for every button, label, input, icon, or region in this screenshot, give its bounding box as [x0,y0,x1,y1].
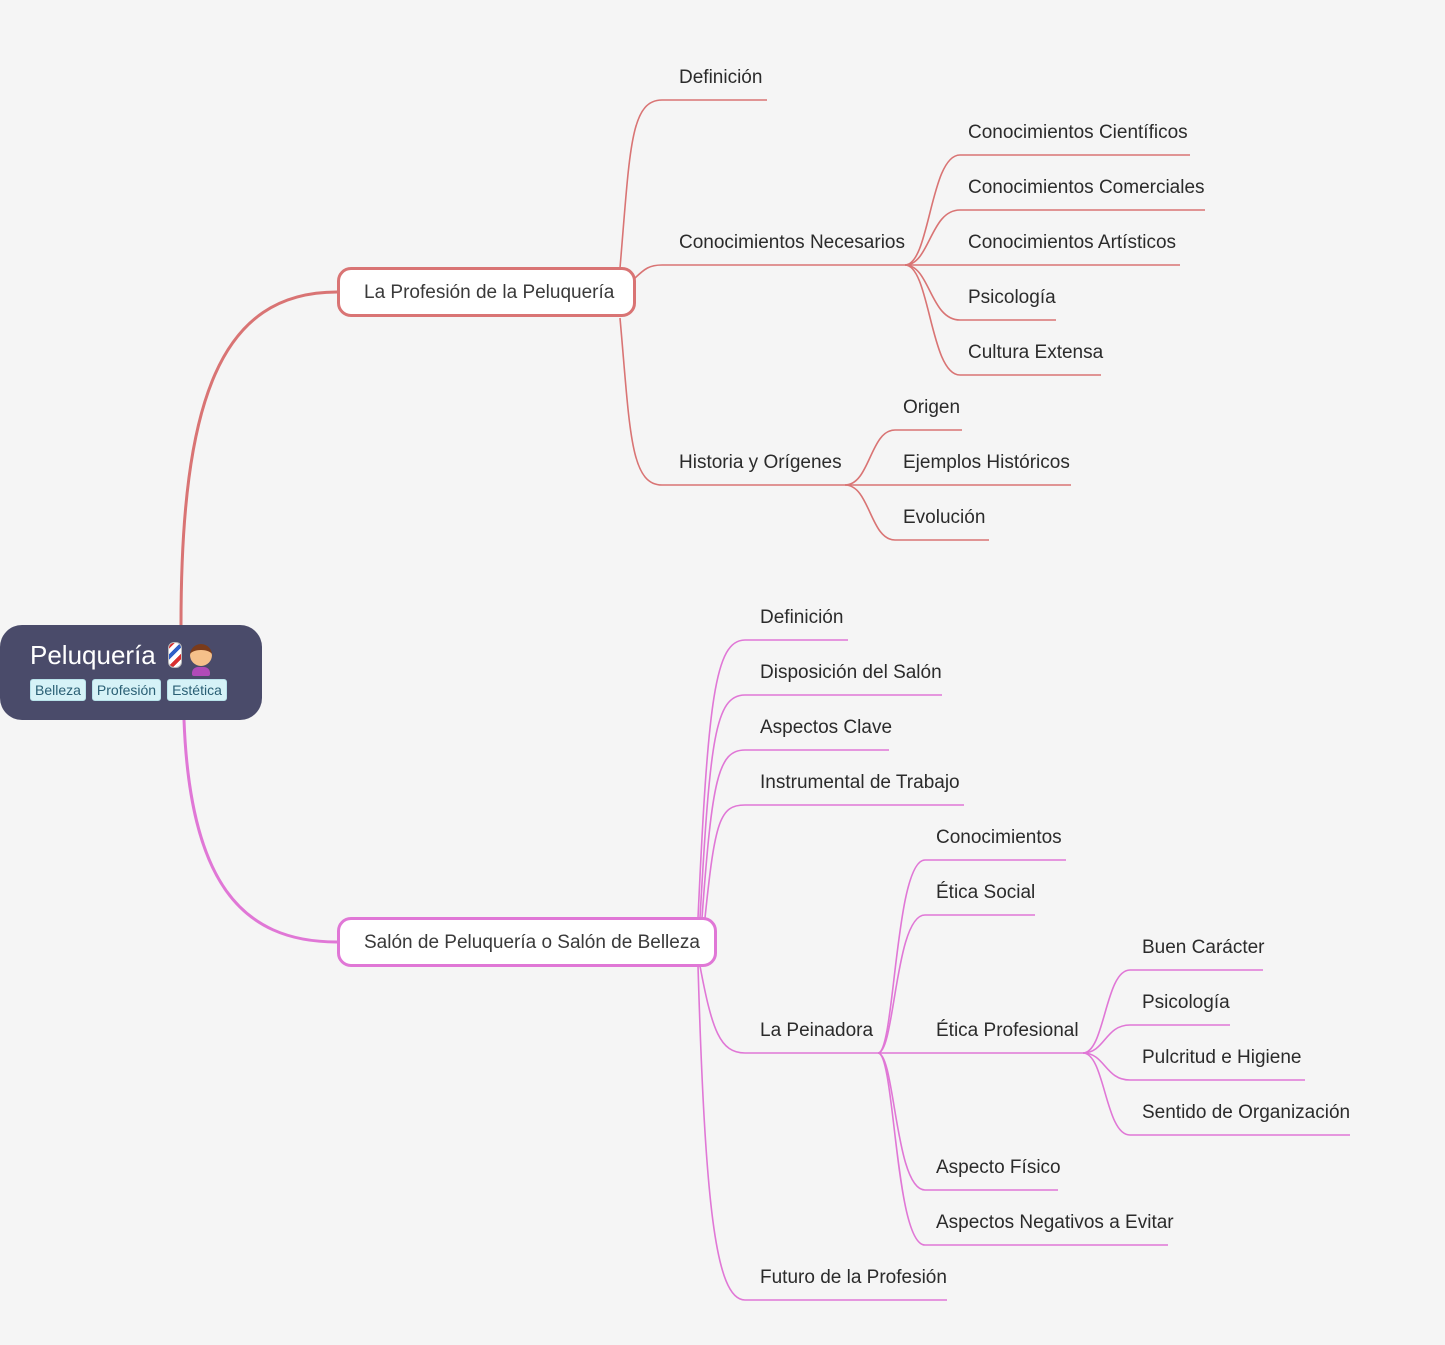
topic-pulcritud-higiene[interactable]: Pulcritud e Higiene [1142,1047,1302,1068]
topic-aspectos-negativos[interactable]: Aspectos Negativos a Evitar [936,1212,1174,1233]
topic-buen-caracter[interactable]: Buen Carácter [1142,937,1265,958]
topic-cultura-extensa[interactable]: Cultura Extensa [968,342,1104,363]
topic-conocimientos-cientificos[interactable]: Conocimientos Científicos [968,122,1188,143]
topic-futuro-profesion[interactable]: Futuro de la Profesión [760,1267,947,1288]
topic-conocimientos-artisticos[interactable]: Conocimientos Artísticos [968,232,1177,253]
topic-sentido-organizacion[interactable]: Sentido de Organización [1142,1102,1351,1123]
branch-node-salon[interactable]: Salón de Peluquería o Salón de Belleza [337,917,717,967]
topic-ejemplos-historicos[interactable]: Ejemplos Históricos [903,452,1070,473]
topic-psicologia-peinadora[interactable]: Psicología [1142,992,1230,1013]
barber-pole-icon [167,642,182,668]
topic-definicion-salon[interactable]: Definición [760,607,844,628]
topic-aspectos-clave[interactable]: Aspectos Clave [760,717,893,738]
topic-psicologia[interactable]: Psicología [968,287,1056,308]
topic-disposicion-salon[interactable]: Disposición del Salón [760,662,942,683]
tag[interactable]: Belleza [30,679,86,701]
topic-la-peinadora[interactable]: La Peinadora [760,1020,874,1041]
topic-evolucion[interactable]: Evolución [903,507,986,528]
root-node[interactable]: Peluquería Belleza Profesión Estética [0,625,262,720]
topic-aspecto-fisico[interactable]: Aspecto Físico [936,1157,1061,1178]
topic-etica-social[interactable]: Ética Social [936,882,1036,903]
root-tags: Belleza Profesión Estética [30,679,262,701]
topic-conocimientos-necesarios[interactable]: Conocimientos Necesarios [679,232,905,253]
topic-etica-profesional[interactable]: Ética Profesional [936,1020,1079,1041]
root-title-row: Peluquería [30,639,262,676]
tag[interactable]: Profesión [91,679,162,701]
root-title: Peluquería [30,640,156,670]
woman-getting-haircut-icon [189,644,212,676]
tag[interactable]: Estética [167,679,227,701]
branch-node-profesion[interactable]: La Profesión de la Peluquería [337,267,636,317]
topic-origen[interactable]: Origen [903,397,961,418]
topic-definicion[interactable]: Definición [679,67,763,88]
topic-conocimientos-comerciales[interactable]: Conocimientos Comerciales [968,177,1205,198]
topic-instrumental-trabajo[interactable]: Instrumental de Trabajo [760,772,960,793]
topic-conocimientos[interactable]: Conocimientos [936,827,1062,848]
topic-historia-origenes[interactable]: Historia y Orígenes [679,452,842,473]
